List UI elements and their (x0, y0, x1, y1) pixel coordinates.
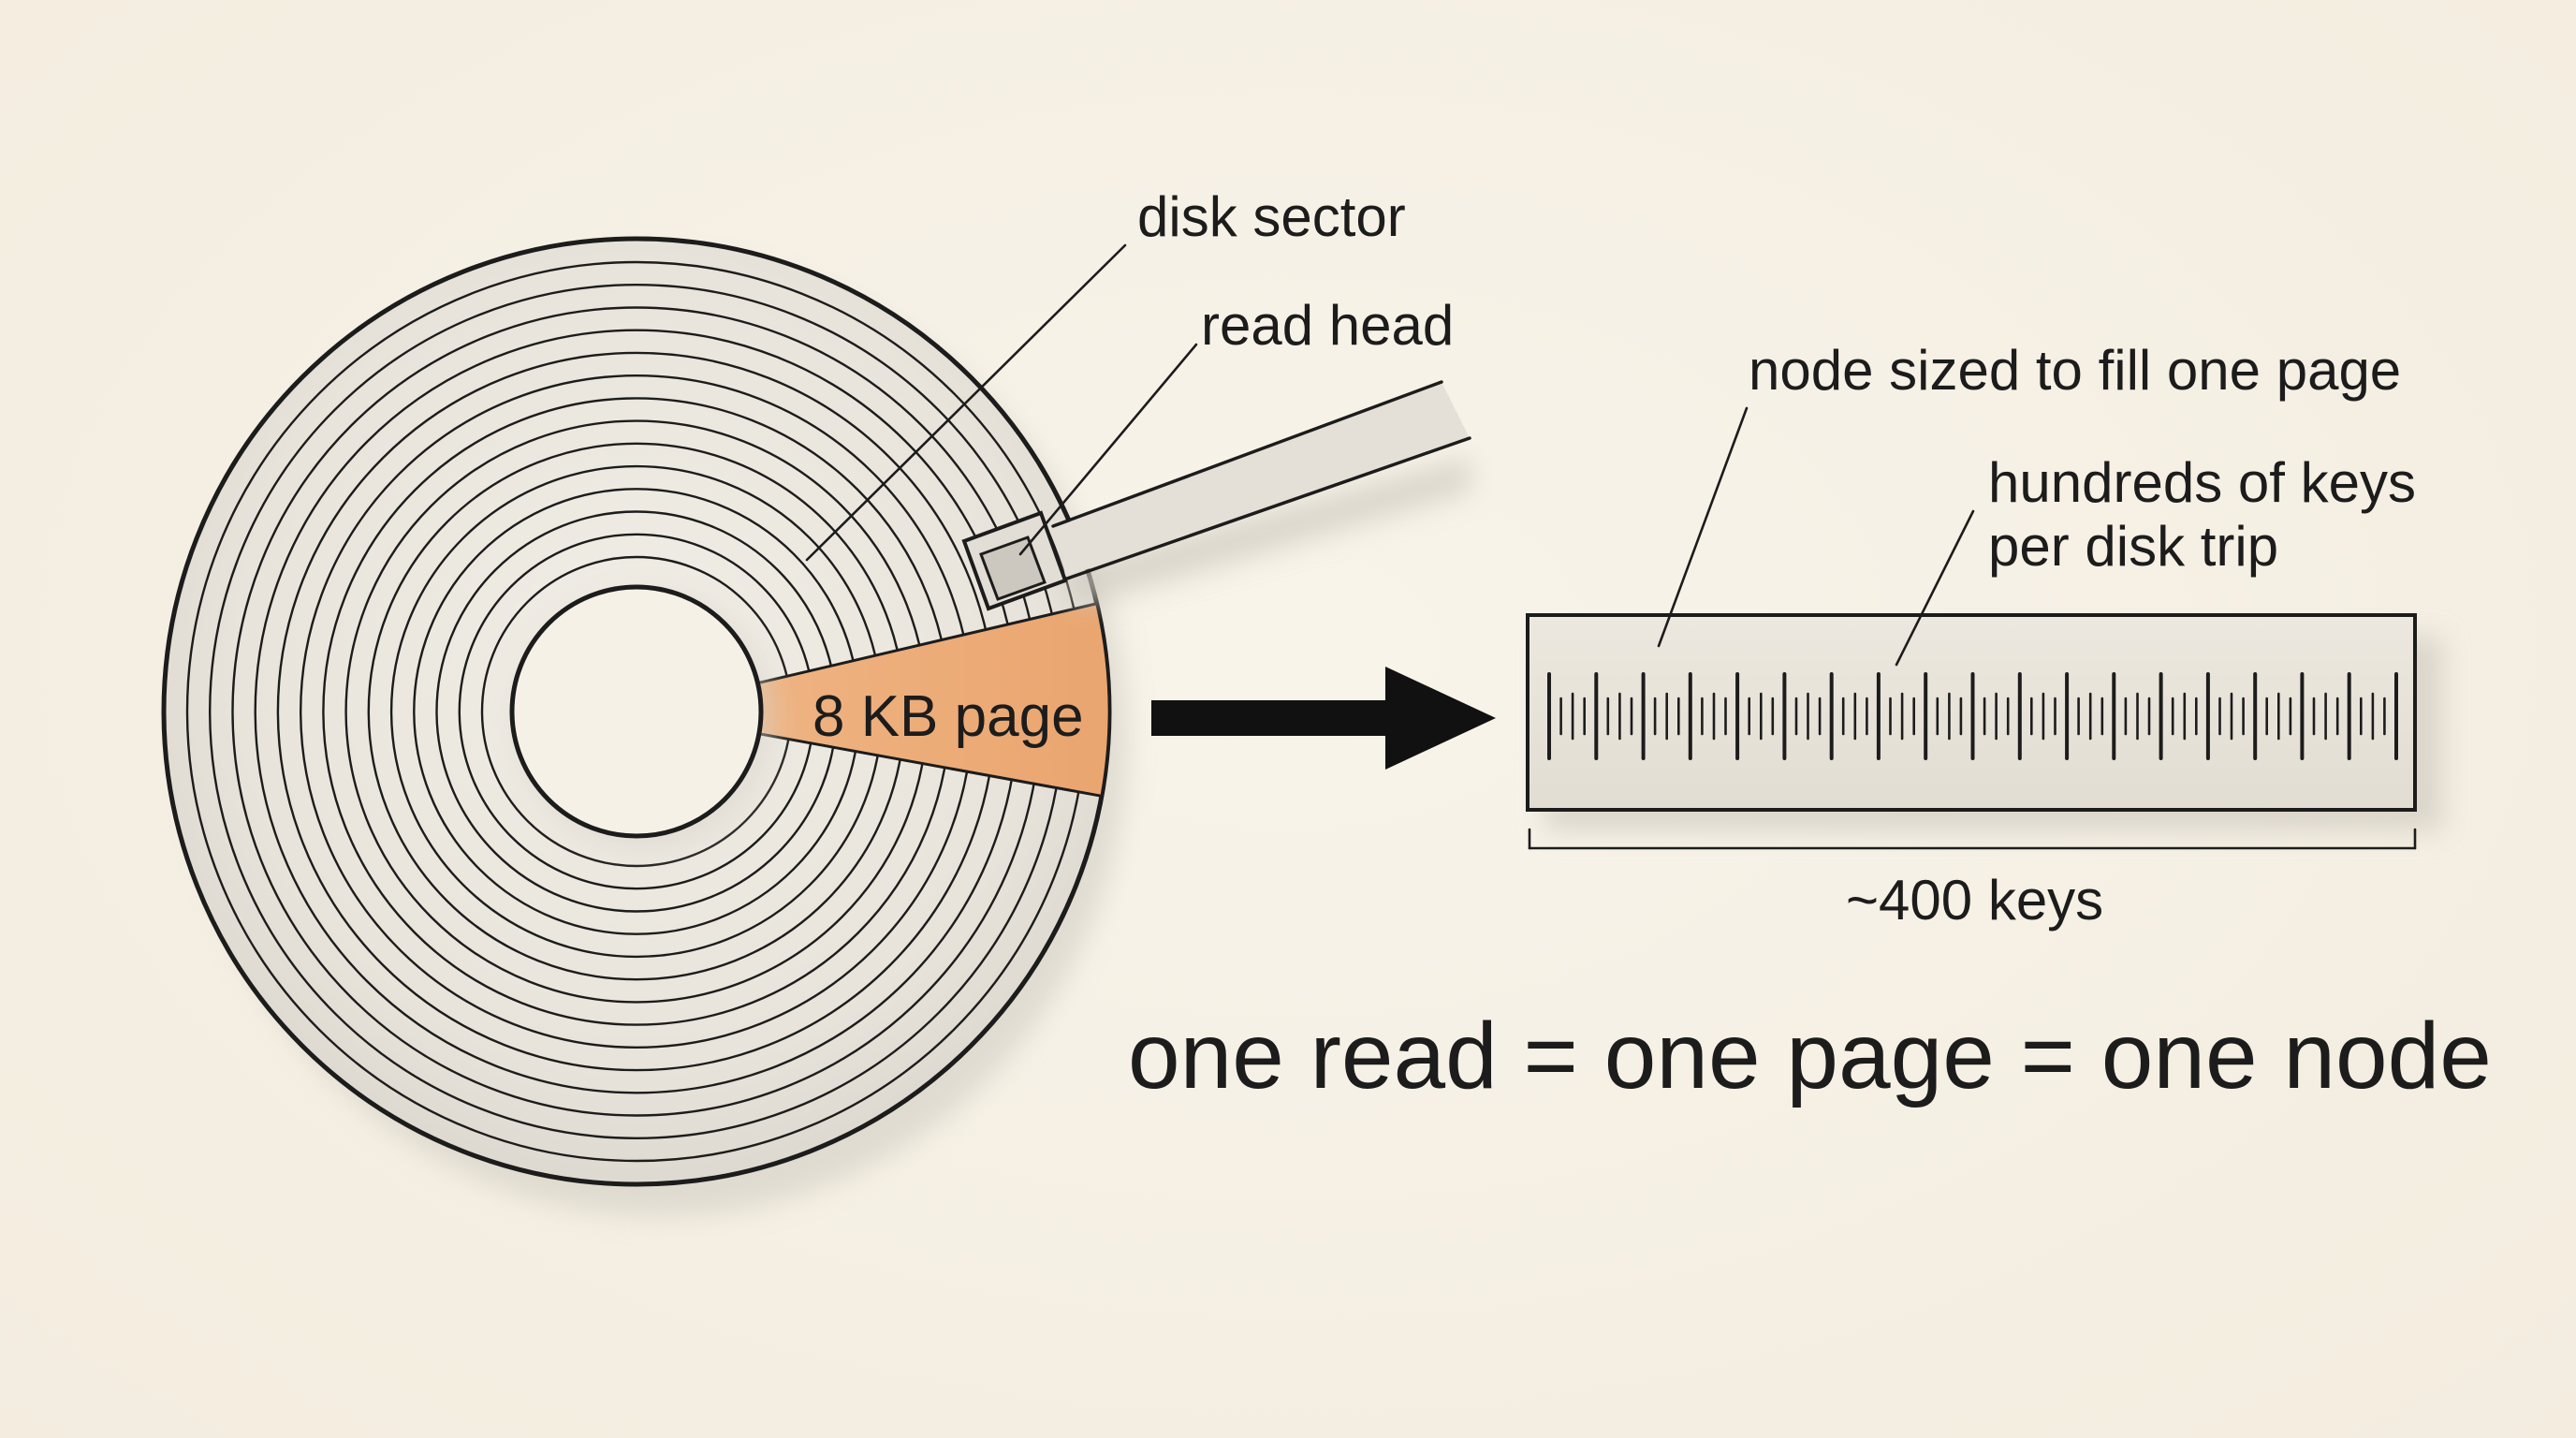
spindle-hole (509, 584, 764, 839)
read-head-arm (961, 380, 1471, 611)
keys-count-label: ~400 keys (1846, 869, 2103, 932)
read-head-slider (979, 536, 1046, 601)
read-arm-shadow (1058, 457, 1471, 609)
disk-platter (161, 236, 1128, 1217)
hundreds-keys-leader-line (1895, 509, 1975, 667)
node-sized-label: node sized to fill one page (1749, 339, 2401, 402)
btree-node (1526, 613, 2443, 831)
read-head-leader-line (1018, 343, 1198, 556)
right-arrow-icon (1151, 667, 1496, 770)
disk-sector-leader-line (805, 243, 1127, 562)
read-head-label: read head (1201, 294, 1454, 357)
node-width-bracket (1528, 828, 2417, 850)
arrow-head (1385, 667, 1496, 770)
read-arm-edge-top (1051, 380, 1443, 528)
hundreds-of-keys-label: hundreds of keys (1988, 451, 2416, 514)
page-label: 8 KB page (812, 684, 1084, 749)
arrow-shaft (1151, 700, 1423, 736)
node-keys (1547, 672, 2398, 760)
page-sector (636, 601, 1111, 799)
equation-caption: one read = one page = one node (1128, 1004, 2492, 1108)
read-arm-edge-bottom (1065, 436, 1471, 580)
read-arm-body (1058, 382, 1470, 577)
node-sized-leader-line (1657, 406, 1749, 648)
disk-sector-label: disk sector (1137, 185, 1406, 248)
per-disk-trip-label: per disk trip (1988, 515, 2278, 578)
